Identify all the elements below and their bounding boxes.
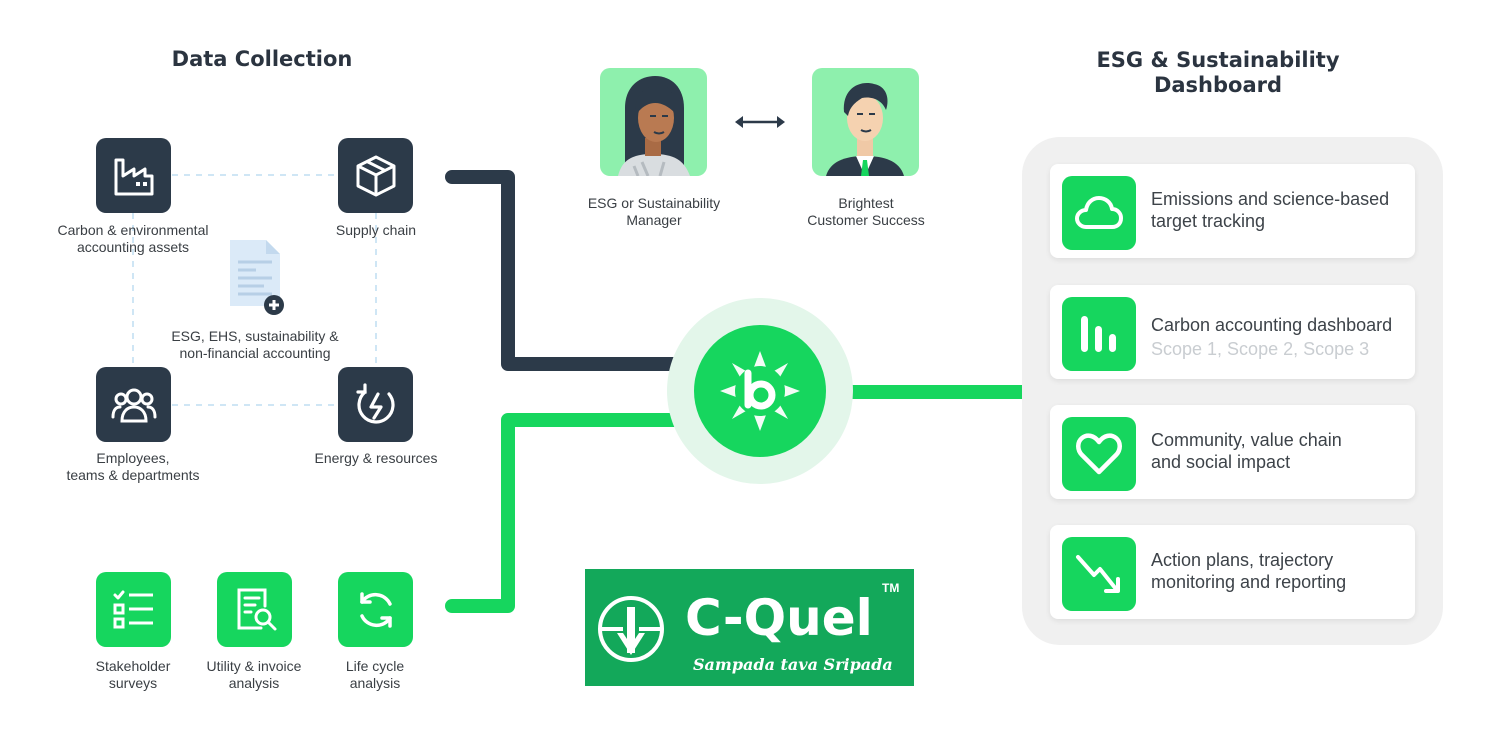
dashboard-card-carbon-line1: Carbon accounting dashboard — [1151, 315, 1393, 335]
dashboard-title-line2: Dashboard — [1153, 73, 1283, 97]
cquel-name: C-Quel — [685, 589, 873, 647]
brightest-logo-icon — [720, 351, 800, 431]
dashboard-card-emissions-line1: Emissions and science-based — [1151, 189, 1390, 209]
dashboard-card-community-line2: and social impact — [1151, 452, 1291, 472]
dashboard-card-action-line1: Action plans, trajectory — [1151, 550, 1334, 570]
invoice-search-icon — [237, 588, 276, 630]
manager-label: ESG or Sustainability Manager — [569, 195, 739, 229]
supply-chain-label: Supply chain — [306, 222, 446, 239]
carbon-assets-label-1: Carbon & environmental — [57, 222, 209, 238]
carbon-assets-node — [96, 138, 171, 213]
trend-down-icon — [1076, 555, 1120, 593]
energy-cycle-icon — [355, 382, 395, 423]
dashboard-card-emissions-line2: target tracking — [1151, 211, 1266, 231]
cquel-emblem-icon — [598, 596, 664, 662]
document-add-icon — [230, 240, 284, 315]
bar-chart-icon — [1081, 316, 1116, 352]
dashboard-card-emissions-text: Emissions and science-based target track… — [1151, 188, 1389, 232]
center-accounting-label-2: non-financial accounting — [179, 345, 331, 361]
carbon-assets-label: Carbon & environmental accounting assets — [33, 222, 233, 256]
dashboard-card-carbon-icon-box — [1062, 297, 1136, 371]
carbon-assets-label-2: accounting assets — [76, 239, 190, 255]
utility-invoice-label-1: Utility & invoice — [206, 658, 302, 674]
dashboard-card-community-text: Community, value chain and social impact — [1151, 429, 1342, 473]
dashboard-card-action-icon-box — [1062, 537, 1136, 611]
heart-icon — [1076, 433, 1122, 475]
utility-invoice-node — [217, 572, 292, 647]
manager-avatar — [600, 68, 707, 176]
dashboard-card-carbon-scopes: Scope 1, Scope 2, Scope 3 — [1151, 339, 1370, 359]
dashboard-card-community: Community, value chain and social impact — [1050, 405, 1415, 499]
life-cycle-label-2: analysis — [349, 675, 401, 691]
stakeholder-surveys-label-2: surveys — [108, 675, 158, 691]
stakeholder-surveys-label-1: Stakeholder — [95, 658, 171, 674]
utility-invoice-label: Utility & invoice analysis — [184, 658, 324, 692]
energy-label-1: Energy & resources — [314, 450, 438, 466]
stakeholder-surveys-node — [96, 572, 171, 647]
cloud-icon — [1075, 196, 1123, 229]
life-cycle-label-1: Life cycle — [345, 658, 405, 674]
supply-chain-node — [338, 138, 413, 213]
life-cycle-label: Life cycle analysis — [305, 658, 445, 692]
supply-chain-label-1: Supply chain — [335, 222, 417, 238]
factory-icon — [114, 158, 153, 195]
dashboard-card-action-line2: monitoring and reporting — [1151, 572, 1347, 592]
double-arrow-icon — [735, 116, 785, 128]
employees-node — [96, 367, 171, 442]
hub-circle — [694, 325, 826, 457]
employees-label: Employees, teams & departments — [33, 450, 233, 484]
dashboard-card-community-line1: Community, value chain — [1151, 430, 1342, 450]
center-accounting-label-1: ESG, EHS, sustainability & — [171, 328, 339, 344]
utility-invoice-label-2: analysis — [228, 675, 280, 691]
dashboard-card-community-icon-box — [1062, 417, 1136, 491]
cquel-tagline: Sampada tava Sripada — [693, 655, 893, 674]
stakeholder-surveys-label: Stakeholder surveys — [63, 658, 203, 692]
dashboard-card-emissions: Emissions and science-based target track… — [1050, 164, 1415, 258]
dashboard-title: ESG & Sustainability Dashboard — [1068, 48, 1368, 98]
package-icon — [356, 155, 395, 196]
dashboard-card-action: Action plans, trajectory monitoring and … — [1050, 525, 1415, 619]
cquel-trademark: TM — [882, 581, 900, 595]
checklist-icon — [113, 590, 153, 628]
dashboard-title-line1: ESG & Sustainability — [1096, 48, 1340, 72]
manager-label-1: ESG or Sustainability — [587, 195, 721, 211]
customer-success-label-2: Customer Success — [807, 212, 925, 228]
people-group-icon — [111, 388, 156, 422]
life-cycle-node — [338, 572, 413, 647]
dashboard-card-action-text: Action plans, trajectory monitoring and … — [1151, 549, 1346, 593]
refresh-cycle-icon — [359, 591, 392, 628]
customer-success-label-1: Brightest — [838, 195, 894, 211]
employees-label-1: Employees, — [96, 450, 170, 466]
energy-node — [338, 367, 413, 442]
center-accounting-label: ESG, EHS, sustainability & non-financial… — [140, 328, 370, 362]
dashboard-card-emissions-icon-box — [1062, 176, 1136, 250]
dashboard-card-carbon-text: Carbon accounting dashboard Scope 1, Sco… — [1151, 313, 1392, 361]
data-collection-title: Data Collection — [171, 47, 353, 71]
employees-label-2: teams & departments — [66, 467, 200, 483]
dashboard-card-carbon: Carbon accounting dashboard Scope 1, Sco… — [1050, 285, 1415, 379]
manager-label-2: Manager — [626, 212, 682, 228]
energy-label: Energy & resources — [296, 450, 456, 467]
cquel-logo: C-Quel TM Sampada tava Sripada — [585, 569, 914, 686]
customer-success-label: Brightest Customer Success — [781, 195, 951, 229]
customer-success-avatar — [812, 68, 919, 176]
